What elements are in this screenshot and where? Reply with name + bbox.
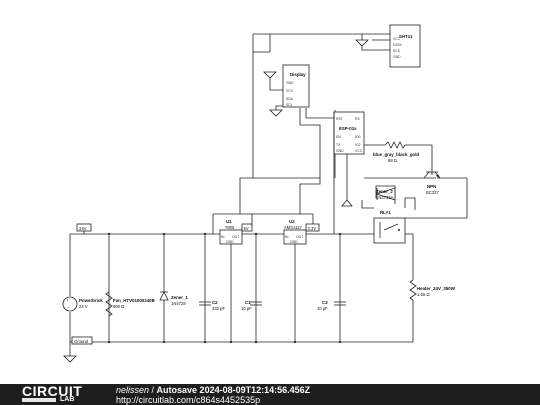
c2-value: 332 pF — [212, 306, 225, 311]
svg-text:TX: TX — [336, 143, 341, 147]
resistor-r1-value: 68 Ω — [388, 158, 397, 163]
svg-text:DATA: DATA — [393, 43, 402, 47]
schematic-canvas: SHT11 VCC DATA SCK GND Display GND VCC S… — [62, 24, 468, 363]
ground-label: Ground — [74, 339, 89, 344]
circuit-url[interactable]: http://circuitlab.com/c864s4452535p — [116, 395, 261, 405]
powerbrick-label: Powerbrick — [79, 298, 103, 303]
ground-flag-relay — [341, 199, 353, 207]
capacitor-c1[interactable]: C1 10 pF — [241, 300, 262, 311]
zener1-diode[interactable]: Zener_1 1N4728 — [159, 291, 188, 306]
zener1-value: 1N4728 — [171, 301, 186, 306]
relay-label: RLY1 — [380, 210, 391, 215]
relay-rly1[interactable]: RLY1 — [373, 210, 406, 244]
power-rails — [69, 112, 414, 344]
svg-text:IN: IN — [221, 235, 225, 239]
svg-text:GND: GND — [290, 240, 298, 244]
ground-flag-display — [263, 71, 277, 79]
capacitor-c2[interactable]: C2 332 pF — [199, 300, 225, 311]
author-name[interactable]: nelissen — [116, 385, 150, 395]
fan-value: 960 Ω — [113, 304, 124, 309]
zener2-label: Zener_2 — [376, 189, 393, 194]
svg-text:GND: GND — [336, 149, 344, 153]
c3-label: C3 — [322, 300, 328, 305]
u2-label: U2 — [289, 219, 295, 224]
regulator-u2[interactable]: U2 AMS1117 IN OUT GND — [283, 219, 307, 245]
display-label: Display — [290, 72, 306, 77]
footer-title-line: nelissen / Autosave 2024-08-09T12:14:56.… — [116, 385, 310, 395]
svg-text:OUT: OUT — [296, 235, 303, 239]
svg-text:SCL: SCL — [286, 103, 293, 107]
heater-value: 1.65 Ω — [417, 292, 429, 297]
powerbrick-value: 24 V — [79, 304, 88, 309]
capacitor-c3[interactable]: C3 10 pF — [317, 300, 346, 311]
ground-flag-display2 — [269, 109, 283, 117]
svg-text:VCC: VCC — [393, 37, 401, 41]
circuitlab-logo[interactable]: CIRCUIT LAB — [22, 383, 83, 403]
u1-label: U1 — [226, 219, 232, 224]
svg-text:IO2: IO2 — [355, 143, 361, 147]
sht11-label: SHT11 — [399, 34, 413, 39]
title-separator: / — [149, 385, 157, 395]
c3-value: 10 pF — [317, 306, 328, 311]
zener2-diode[interactable]: Zener_2 1N4733A — [375, 187, 396, 201]
u2-value: AMS1117 — [284, 225, 302, 230]
esp-module[interactable]: ESP-01s RST EN TX GND RX IO0 IO2 VCC — [333, 111, 365, 155]
svg-text:SCK: SCK — [393, 49, 401, 53]
zener2-value: 1N4733A — [376, 195, 394, 200]
heater-resistor[interactable]: Heater_24V_350W 1.65 Ω — [409, 279, 456, 301]
flag-5v: 5V — [241, 223, 253, 232]
svg-text:RX: RX — [355, 117, 360, 121]
fan-resistor[interactable]: Fan_HTV01000240B 960 Ω — [105, 291, 155, 317]
flag-24v-label: 24V — [79, 226, 87, 231]
svg-text:GND: GND — [393, 55, 401, 59]
svg-text:RST: RST — [336, 117, 343, 121]
circuit-title: Autosave 2024-08-09T12:14:56.456Z — [156, 385, 311, 395]
sht11-module[interactable]: SHT11 VCC DATA SCK GND — [372, 24, 421, 68]
svg-text:VCC: VCC — [355, 149, 363, 153]
svg-text:OUT: OUT — [232, 235, 239, 239]
svg-text:SDA: SDA — [286, 97, 294, 101]
powerbrick-source[interactable]: + − Powerbrick 24 V — [62, 296, 103, 312]
c2-label: C2 — [212, 300, 218, 305]
footer-bar: CIRCUIT LAB nelissen / Autosave 2024-08-… — [0, 384, 540, 405]
display-module[interactable]: Display GND VCC SDA SCL — [282, 64, 310, 108]
svg-text:EN: EN — [336, 135, 341, 139]
npn-label: NPN — [427, 184, 436, 189]
flag-3v3: 3.3V — [305, 223, 320, 232]
resistor-r1-label: blue_gray_black_gold — [373, 152, 419, 157]
svg-text:GND: GND — [226, 240, 234, 244]
resistor-r1[interactable]: blue_gray_black_gold 68 Ω — [373, 141, 419, 163]
svg-text:+: + — [67, 298, 70, 303]
u1-value: 7805 — [225, 225, 235, 230]
heater-label: Heater_24V_350W — [417, 286, 456, 291]
svg-text:GND: GND — [286, 81, 294, 85]
ground-flag-sht11 — [355, 34, 369, 47]
ground-flag: Ground — [63, 336, 93, 363]
c1-label: C1 — [245, 300, 251, 305]
svg-text:VCC: VCC — [286, 89, 294, 93]
zener1-label: Zener_1 — [171, 295, 188, 300]
c1-value: 10 pF — [241, 306, 252, 311]
regulator-u1[interactable]: U1 7805 IN OUT GND — [219, 219, 243, 245]
fan-label: Fan_HTV01000240B — [113, 298, 155, 303]
npn-value: BC337 — [426, 190, 439, 195]
esp-label: ESP-01s — [339, 126, 357, 131]
flag-3v3-label: 3.3V — [308, 226, 317, 231]
svg-text:−: − — [68, 305, 71, 310]
flag-5v-label: 5V — [244, 226, 249, 231]
flag-24v: 24V — [76, 223, 92, 234]
svg-text:IO0: IO0 — [355, 135, 361, 139]
npn-transistor[interactable]: NPN BC337 — [423, 165, 441, 195]
svg-text:IN: IN — [285, 235, 289, 239]
